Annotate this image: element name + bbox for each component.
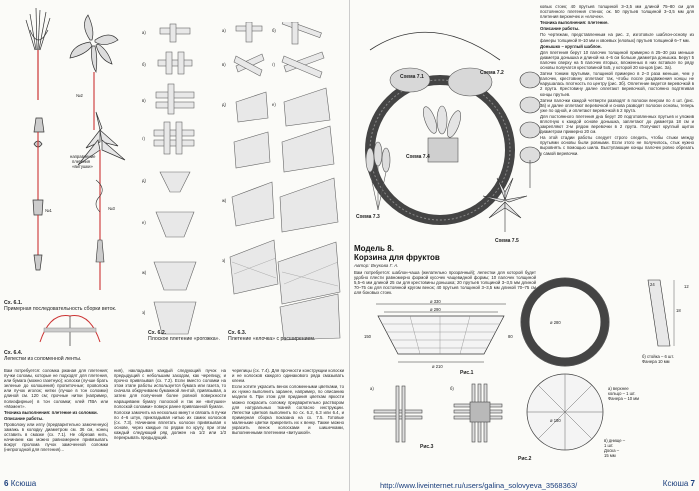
- svg-text:а): а): [222, 28, 226, 33]
- svg-text:Фанера 10 мм: Фанера 10 мм: [642, 359, 670, 364]
- svg-text:Схема 7.5: Схема 7.5: [495, 238, 519, 244]
- svg-text:ø 330: ø 330: [430, 299, 441, 304]
- scheme-6-2-letters: а) б) в) г) д) е) ж) з): [142, 30, 147, 315]
- svg-text:д): д): [142, 178, 146, 183]
- page-number-right: Ксюша 7: [662, 479, 695, 488]
- knotted-stalk: [32, 117, 45, 271]
- ribbon-petals-figure: [39, 315, 101, 346]
- lily-flower-icon: [77, 111, 126, 290]
- svg-text:Рис.1: Рис.1: [460, 370, 474, 376]
- iris-flower-icon: [69, 14, 119, 130]
- svg-text:ø 280: ø 280: [550, 320, 561, 325]
- svg-text:а): а): [370, 386, 374, 391]
- figure-2-ring-template: ø 280 ø 180 Рис.2 а) верхнее кольцо – 1 …: [518, 277, 639, 462]
- page-number-left: 6 Ксюша: [4, 479, 37, 488]
- wreath-schemes: Схема 7.1 Схема 7.2 Схема 7.4 Схема 7.3: [356, 31, 515, 225]
- svg-text:з): з): [222, 258, 226, 263]
- schema-7-4-label: Схема 7.4: [406, 154, 430, 160]
- label-n3: №3: [108, 206, 115, 211]
- stand-profile: 18 б) стойка – 6 шт. Фанера 10 мм 24 12: [642, 279, 689, 364]
- label-n2: №2: [76, 93, 83, 98]
- svg-text:б): б): [142, 62, 146, 67]
- knot-scheme: [519, 71, 541, 188]
- flower-assembly-illustration: №2 №1 направление плетения: [25, 7, 126, 290]
- text-column-right: ковых стоек; 40 прутьев толщиной 3–3,5 м…: [540, 4, 694, 156]
- svg-text:б): б): [450, 386, 454, 391]
- schema-7-2-label: Схема 7.2: [480, 70, 504, 76]
- svg-text:80: 80: [508, 334, 513, 339]
- text-column-1: Вам потребуется: соломка ржаная для плет…: [4, 368, 108, 453]
- figure-1-basket-profile: ø 330 ø 290 ø 210 150 80 Рис.1: [364, 299, 513, 376]
- svg-text:1 шт.: 1 шт.: [604, 443, 613, 448]
- fig63-caption: Сх. 6.3. Плетение «елочка» с расширением…: [228, 330, 316, 342]
- fig64-caption: Сх. 6.4. Лепестки из соломенной ленты.: [4, 350, 82, 362]
- svg-text:кольцо – 1 шт.: кольцо – 1 шт.: [608, 391, 636, 396]
- svg-text:е): е): [272, 102, 276, 107]
- weaving-scheme-6-2: а) б) в) г) д) е) ж) з): [142, 23, 197, 335]
- svg-text:ø 210: ø 210: [432, 364, 443, 369]
- svg-text:24: 24: [650, 282, 655, 287]
- text-column-3: черепицы (сх. 7.4). Для прочности констр…: [232, 368, 344, 436]
- svg-text:б) стойка – 6 шт.: б) стойка – 6 шт.: [642, 354, 674, 359]
- scheme-6-3-letters: а) б) в) г) д) е) ж) з): [222, 28, 276, 263]
- svg-text:ø 180: ø 180: [550, 418, 561, 423]
- svg-text:д): д): [222, 102, 226, 107]
- svg-text:12: 12: [684, 284, 689, 289]
- svg-text:в): в): [222, 62, 226, 67]
- label-n1: №1: [45, 208, 52, 213]
- svg-text:а) верхнее: а) верхнее: [608, 386, 629, 391]
- left-page: №2 №1 направление плетения: [4, 0, 350, 491]
- svg-text:г): г): [142, 136, 146, 141]
- fig62-caption: Сх. 6.2. Плоское плетение «рогожка».: [148, 330, 220, 342]
- svg-text:в): в): [142, 98, 146, 103]
- svg-text:Рис.3: Рис.3: [420, 444, 434, 450]
- right-page: Схема 7.1 Схема 7.2 Схема 7.4 Схема 7.3 …: [350, 0, 699, 491]
- wheat-bundle-icon: [365, 141, 391, 211]
- svg-text:ж): ж): [222, 198, 227, 203]
- svg-text:ж): ж): [142, 270, 147, 275]
- svg-text:плетения: плетения: [72, 159, 90, 164]
- fig61-caption: Сх. 6.1. Примерная последовательность сб…: [4, 300, 117, 312]
- text-column-mid: Вам потребуется: шаблон-чаша (желательно…: [354, 270, 536, 294]
- text-column-2: ния), накладывая каждый следующий пучок …: [114, 368, 226, 441]
- weaving-scheme-6-3: а) б) в) г) д) е) ж) з): [222, 22, 341, 341]
- wheat-on-wreath-icon: [422, 105, 462, 163]
- svg-text:«витушки»: «витушки»: [72, 164, 93, 169]
- svg-text:18: 18: [676, 308, 681, 313]
- svg-text:з): з): [142, 310, 146, 315]
- svg-text:Доска –: Доска –: [604, 448, 620, 453]
- svg-text:б): б): [272, 28, 276, 33]
- straw-bundle-top: [25, 7, 51, 100]
- svg-text:ø 290: ø 290: [430, 307, 441, 312]
- scheme-7-5-flower: Схема 7.5: [482, 177, 528, 244]
- svg-text:г): г): [272, 62, 276, 67]
- svg-text:Рис.2: Рис.2: [518, 456, 532, 462]
- source-url[interactable]: http://www.liveinternet.ru/users/galina_…: [380, 481, 578, 490]
- svg-text:е): е): [142, 220, 146, 225]
- model-author: Автор: Внукова Г. А.: [354, 263, 399, 268]
- model-title: Модель 8. Корзина для фруктов: [354, 244, 440, 262]
- schema-7-1-label: Схема 7.1: [400, 74, 424, 80]
- svg-text:в) днище –: в) днище –: [604, 438, 626, 443]
- label-direction: направление: [70, 154, 96, 159]
- figure-3-cross: а) б) Рис.3: [370, 383, 503, 450]
- svg-text:Фанера – 10 мм: Фанера – 10 мм: [608, 396, 639, 401]
- schema-7-3-label: Схема 7.3: [356, 214, 380, 220]
- svg-text:150: 150: [364, 334, 372, 339]
- svg-text:а): а): [142, 30, 146, 35]
- svg-text:15 мм: 15 мм: [604, 453, 616, 458]
